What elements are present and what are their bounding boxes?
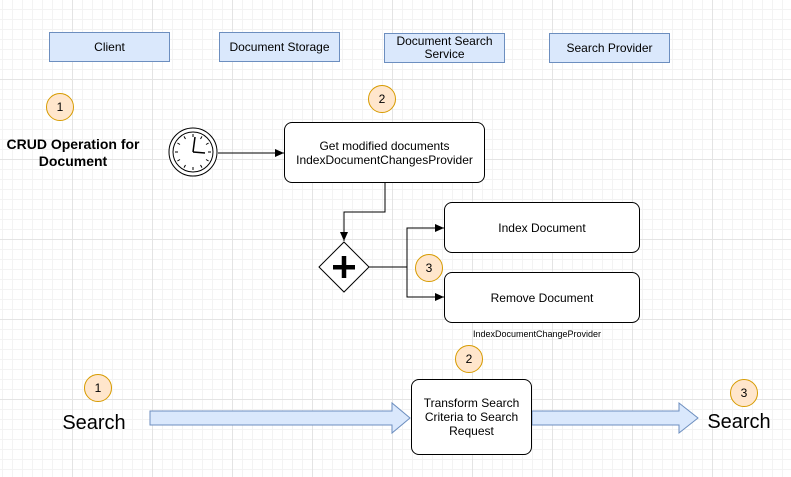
get-modified-line2: IndexDocumentChangesProvider — [296, 152, 473, 167]
transform-search-criteria-label: Transform Search Criteria to Search Requ… — [424, 396, 520, 438]
search-input-label: Search — [62, 412, 126, 434]
lane-document-storage: Document Storage — [219, 32, 340, 62]
lane-search-provider-label: Search Provider — [566, 40, 653, 55]
timer-start-event — [168, 127, 218, 177]
connector-gateway-to-index — [369, 224, 444, 268]
transform-search-criteria-task: Transform Search Criteria to Search Requ… — [411, 379, 532, 455]
parallel-gateway — [318, 241, 370, 293]
lane-client: Client — [49, 32, 170, 62]
crud-trigger-line1: CRUD Operation for — [6, 136, 140, 152]
crud-step-3-marker: 3 — [415, 254, 443, 282]
lane-search-provider: Search Provider — [549, 33, 670, 63]
crud-step-2-marker: 2 — [368, 85, 396, 113]
search-input-arrow — [149, 401, 411, 435]
transform-line1: Transform Search — [423, 396, 520, 410]
index-document-label: Index Document — [498, 220, 586, 235]
crud-trigger-line2: Document — [38, 153, 108, 169]
search-output-arrow — [531, 401, 699, 435]
search-step-3-marker: 3 — [730, 379, 758, 407]
crud-trigger-label: CRUD Operation for Document — [0, 136, 146, 170]
remove-document-label: Remove Document — [490, 290, 594, 305]
crud-step-1-marker: 1 — [46, 93, 74, 121]
search-output-label: Search — [707, 411, 771, 433]
connector-gateway-to-remove — [406, 267, 444, 301]
transform-line3: Request — [449, 424, 494, 438]
remove-document-task: Remove Document — [444, 272, 640, 323]
search-step-2-marker: 2 — [455, 345, 483, 373]
lane-search-service-line2: Service — [424, 47, 465, 61]
clock-icon — [175, 134, 211, 170]
provider-caption: IndexDocumentChangeProvider — [472, 329, 602, 339]
lane-search-service-label: Document Search Service — [396, 35, 492, 61]
get-modified-documents-task: Get modified documents IndexDocumentChan… — [284, 122, 485, 183]
lane-document-search-service: Document Search Service — [384, 33, 505, 63]
connector-get-modified-to-gateway — [340, 183, 386, 241]
lane-document-storage-label: Document Storage — [229, 39, 330, 54]
get-modified-documents-label: Get modified documents IndexDocumentChan… — [296, 139, 473, 167]
search-step-1-marker: 1 — [84, 374, 112, 402]
get-modified-line1: Get modified documents — [319, 138, 450, 153]
transform-line2: Criteria to Search — [424, 410, 519, 424]
plus-icon — [333, 256, 355, 278]
index-document-task: Index Document — [444, 202, 640, 253]
lane-search-service-line1: Document Search — [396, 34, 493, 48]
lane-client-label: Client — [94, 39, 125, 54]
